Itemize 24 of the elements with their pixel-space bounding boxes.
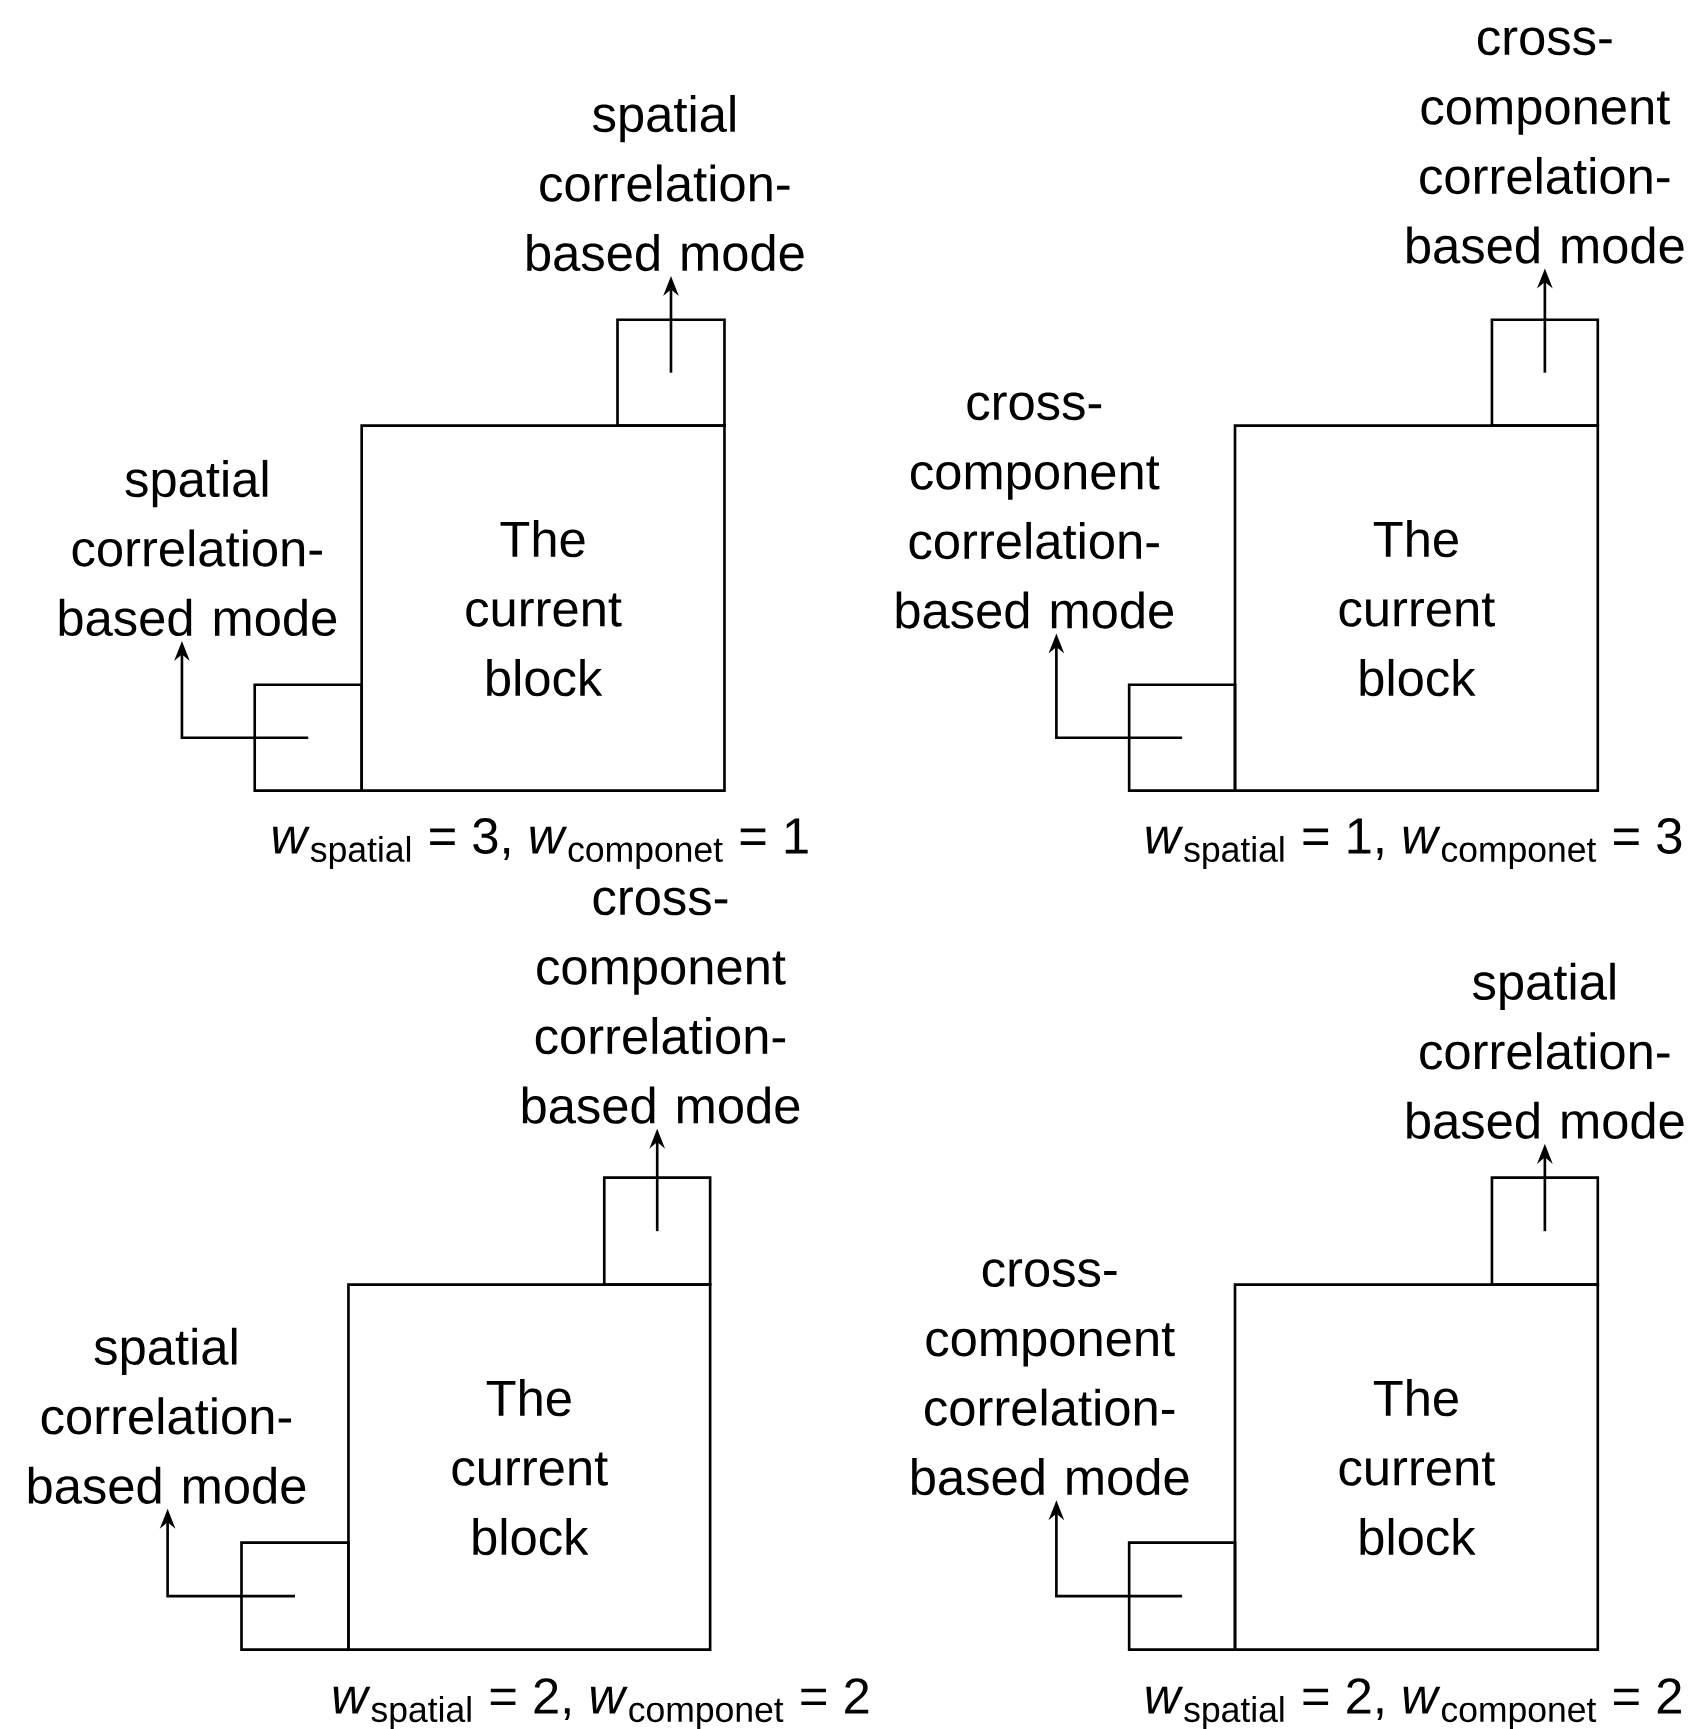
neighbor-block [253,683,364,792]
block-box: The current block [1233,424,1600,792]
mode-label: cross-component correlation-based mode [912,1259,1189,1496]
neighbor-block [240,1541,350,1651]
weight-caption: w$_{spatial}$ = 2, w$_{componet}$ = 2 [333,1678,869,1729]
block-box: The current block [360,424,726,792]
neighbor-block [1127,1541,1237,1651]
mode-label: cross-component correlation-based mode [896,392,1174,629]
mode-label: cross-component correlation-based mode [1407,27,1684,264]
neighbor-block [616,318,726,427]
weight-caption: w$_{spatial}$ = 3, w$_{componet}$ = 1 [273,818,808,870]
mode-label: cross-component correlation-based mode [522,887,800,1124]
neighbor-block [1490,318,1600,427]
weight-caption: w$_{spatial}$ = 2, w$_{componet}$ = 2 [1146,1678,1682,1729]
block-box: The current block [347,1283,712,1651]
mode-label: spatial correlation-based mode [28,1327,306,1504]
block-box: The current block [1233,1283,1600,1651]
mode-label: spatial correlation-based mode [1407,962,1684,1139]
neighbor-block [603,1176,712,1286]
neighbor-block [1490,1176,1600,1286]
weight-caption: w$_{spatial}$ = 1, w$_{componet}$ = 3 [1146,818,1682,870]
mode-label: spatial correlation-based mode [59,459,337,637]
neighbor-block [1127,683,1237,792]
mode-label: spatial correlation-based mode [527,94,804,272]
